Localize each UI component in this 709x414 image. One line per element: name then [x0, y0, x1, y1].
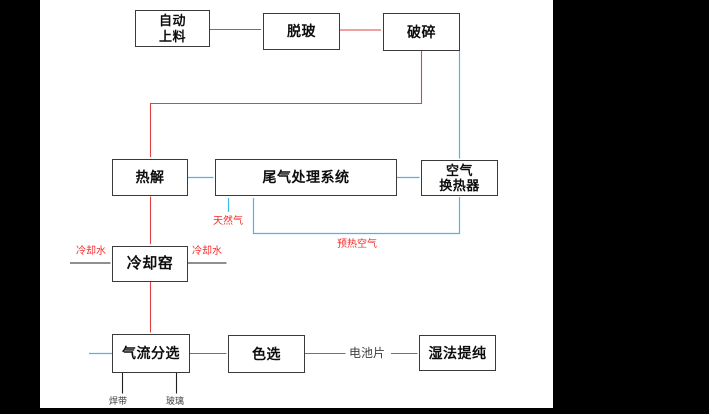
label-cooling-water-in: 冷却水 [76, 246, 106, 257]
node-deglass-label: 脱玻 [287, 23, 316, 40]
label-preheated-air: 预热空气 [337, 239, 377, 250]
label-solder-ribbon: 焊带 [109, 396, 128, 406]
node-auto-feed-line2: 上料 [158, 28, 186, 44]
node-tail-gas-system-label: 尾气处理系统 [262, 169, 350, 186]
label-glass: 玻璃 [166, 396, 185, 406]
node-auto-feed-line1: 自动 [158, 13, 186, 29]
node-deglass: 脱玻 [263, 13, 340, 50]
node-cooling-kiln: 冷却窑 [112, 246, 188, 282]
node-air-heat-exchanger: 空气 换热器 [421, 160, 498, 196]
label-natural-gas: 天然气 [213, 216, 243, 227]
node-pyrolysis: 热解 [112, 159, 188, 196]
node-auto-feed: 自动 上料 [135, 10, 210, 47]
node-pyrolysis-label: 热解 [135, 169, 165, 186]
node-tail-gas-system: 尾气处理系统 [215, 159, 397, 196]
node-color-sorting: 色选 [228, 335, 305, 373]
node-wet-purification: 湿法提纯 [419, 335, 496, 371]
node-crush-label: 破碎 [407, 23, 436, 40]
node-crush: 破碎 [383, 13, 460, 51]
node-wet-purification-label: 湿法提纯 [428, 344, 487, 361]
node-airflow-separation: 气流分选 [112, 334, 190, 373]
label-cell-pieces: 电池片 [349, 346, 386, 360]
node-cooling-kiln-label: 冷却窑 [126, 255, 174, 273]
node-air-heat-exchanger-line1: 空气 [445, 162, 473, 178]
node-airflow-separation-label: 气流分选 [122, 345, 180, 362]
label-cooling-water-out: 冷却水 [192, 246, 222, 257]
node-air-heat-exchanger-line2: 换热器 [439, 178, 480, 193]
node-color-sorting-label: 色选 [252, 345, 281, 362]
